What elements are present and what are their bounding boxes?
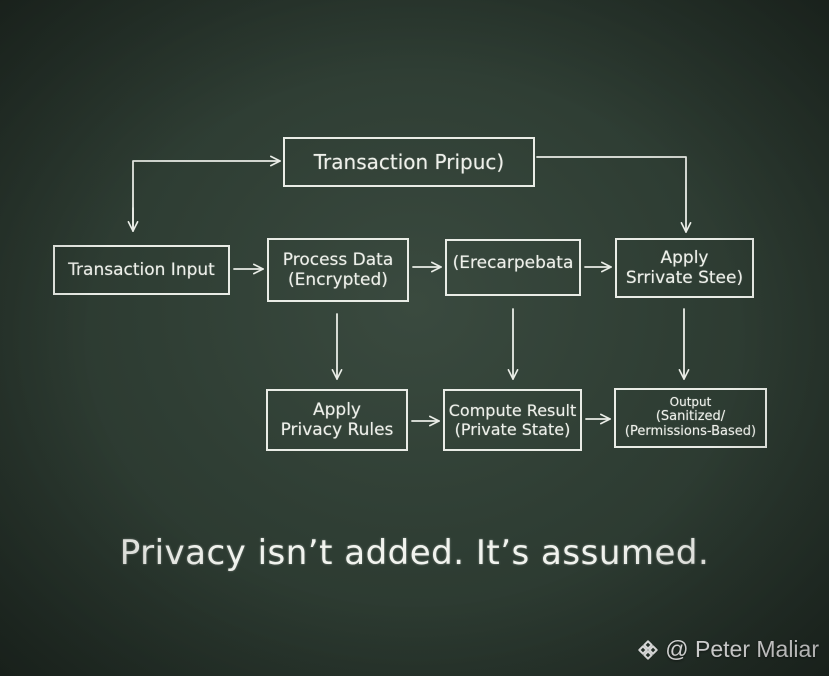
- node-privacy-rules-line2: Privacy Rules: [280, 420, 394, 440]
- node-process-data-line2: (Encrypted): [288, 270, 388, 290]
- node-apply-private-line2: Srrivate Stee): [625, 268, 744, 288]
- node-erecarpebata-label: (Erecarpebata: [452, 253, 574, 273]
- node-output-line1: Output: [669, 395, 712, 410]
- node-compute-line2: (Private State): [454, 420, 571, 439]
- node-transaction-top-label: Transaction Pripuc): [313, 150, 505, 174]
- node-privacy-rules-line1: Apply: [313, 399, 361, 420]
- node-erecarpebata: (Erecarpebata: [445, 239, 581, 296]
- watermark: @ Peter Maliar: [637, 636, 819, 663]
- node-output: Output (Sanitized/ (Permissions-Based): [614, 388, 767, 448]
- node-apply-privacy-rules: Apply Privacy Rules: [266, 389, 408, 451]
- binance-diamond-icon: [638, 639, 658, 660]
- node-transaction-top: Transaction Pripuc): [283, 137, 535, 187]
- arrow-top-to-apply: [536, 156, 692, 233]
- node-apply-private-state: Apply Srrivate Stee): [615, 238, 754, 298]
- node-apply-private-line1: Apply: [660, 247, 709, 268]
- node-compute-line1: Compute Result: [448, 400, 577, 420]
- node-output-line3: (Permissions-Based): [624, 423, 757, 439]
- node-transaction-input-label: Transaction Input: [68, 259, 215, 280]
- watermark-text: @ Peter Maliar: [665, 636, 819, 662]
- node-compute-result: Compute Result (Private State): [443, 389, 582, 451]
- node-process-data: Process Data (Encrypted): [267, 238, 409, 302]
- node-transaction-input: Transaction Input: [53, 245, 230, 295]
- node-output-line2: (Sanitized/: [655, 408, 726, 424]
- tagline: Privacy isn’t added. It’s assumed.: [119, 533, 710, 573]
- node-process-data-line1: Process Data: [282, 249, 394, 270]
- arrow-loop-left: [132, 155, 281, 232]
